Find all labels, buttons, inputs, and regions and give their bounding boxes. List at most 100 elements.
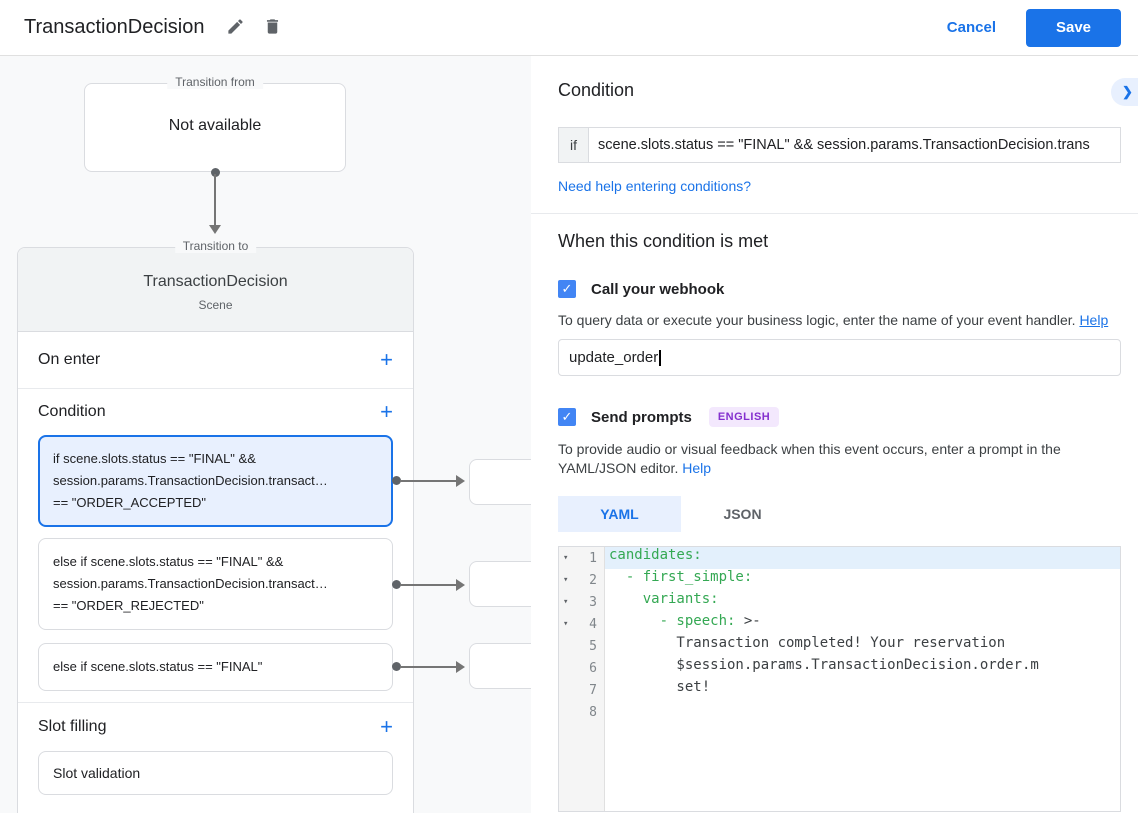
gutter-row: ▾1 — [559, 547, 604, 569]
code-key: candidates: — [609, 547, 702, 563]
gutter-row: ▾2 — [559, 569, 604, 591]
prompt-code-editor[interactable]: ▾1 ▾2 ▾3 ▾4 5 6 7 8 candidates: - first_… — [558, 546, 1121, 812]
condition-text-line: == "ORDER_ACCEPTED" — [53, 495, 206, 510]
code-line: - first_simple: — [605, 569, 1120, 591]
line-number: 5 — [589, 638, 597, 654]
top-bar: TransactionDecision Cancel Save — [0, 0, 1138, 56]
scene-diagram: Transition from Not available Transition… — [0, 56, 531, 813]
condition-text-line: session.params.TransactionDecision.trans… — [53, 473, 328, 488]
text-cursor — [659, 349, 661, 366]
transition-target-node[interactable] — [469, 643, 531, 689]
panel-title: Condition — [558, 80, 635, 100]
collapse-panel-button[interactable]: ❯ — [1111, 78, 1138, 106]
if-prefix: if — [558, 127, 588, 163]
condition-card-accepted[interactable]: if scene.slots.status == "FINAL" && sess… — [38, 435, 393, 527]
line-number: 7 — [589, 682, 597, 698]
check-icon: ✓ — [561, 409, 573, 424]
webhook-checkbox[interactable]: ✓ — [558, 280, 576, 298]
check-icon: ✓ — [561, 281, 573, 296]
add-on-enter-button[interactable]: + — [380, 347, 393, 372]
webhook-helper-body: To query data or execute your business l… — [558, 312, 1080, 328]
webhook-help-link[interactable]: Help — [1079, 312, 1109, 328]
prompts-checkbox[interactable]: ✓ — [558, 408, 576, 426]
slot-validation-card[interactable]: Slot validation — [38, 751, 393, 795]
when-condition-title: When this condition is met — [558, 231, 769, 251]
code-key: variants: — [609, 591, 719, 607]
line-number: 1 — [589, 550, 597, 566]
condition-expression-value: scene.slots.status == "FINAL" && session… — [598, 137, 1090, 153]
trash-icon — [263, 17, 282, 39]
event-handler-value: update_order — [569, 349, 659, 366]
arrow-right-icon — [456, 661, 465, 673]
line-number: 3 — [589, 594, 597, 610]
chevron-right-icon: ❯ — [1122, 84, 1133, 99]
condition-text-line: else if scene.slots.status == "FINAL" — [53, 659, 263, 674]
connector-line — [400, 666, 457, 668]
code-line — [605, 701, 1120, 723]
connector-dot — [392, 580, 401, 589]
arrow-down-icon — [209, 225, 221, 234]
connector-line — [400, 480, 457, 482]
prompts-help-link[interactable]: Help — [682, 460, 712, 476]
add-slot-button[interactable]: + — [380, 714, 393, 739]
editor-code-area[interactable]: candidates: - first_simple: variants: - … — [605, 547, 1120, 811]
gutter-row: 6 — [559, 657, 604, 679]
transition-to-box: Transition to TransactionDecision Scene … — [17, 239, 414, 813]
condition-section-label: Condition — [38, 403, 106, 420]
fold-toggle-icon[interactable]: ▾ — [563, 619, 569, 629]
connector-dot — [392, 662, 401, 671]
edit-scene-button[interactable] — [226, 17, 245, 39]
editor-gutter: ▾1 ▾2 ▾3 ▾4 5 6 7 8 — [559, 547, 605, 811]
gutter-row: ▾3 — [559, 591, 604, 613]
cancel-button[interactable]: Cancel — [946, 19, 996, 36]
condition-card-rejected[interactable]: else if scene.slots.status == "FINAL" &&… — [38, 538, 393, 630]
connector-dot — [211, 168, 220, 177]
condition-text-line: if scene.slots.status == "FINAL" && — [53, 451, 256, 466]
line-number: 6 — [589, 660, 597, 676]
transition-target-node[interactable] — [469, 459, 531, 505]
save-button[interactable]: Save — [1026, 8, 1121, 47]
code-line: set! — [605, 679, 1120, 701]
fold-toggle-icon[interactable]: ▾ — [563, 575, 569, 585]
prompts-helper-body: To provide audio or visual feedback when… — [558, 441, 1061, 476]
slot-filling-label: Slot filling — [38, 718, 107, 735]
condition-help-link[interactable]: Need help entering conditions? — [558, 178, 752, 194]
webhook-helper-text: To query data or execute your business l… — [558, 311, 1121, 330]
code-line: - speech: >- — [605, 613, 1120, 635]
gutter-row: ▾4 — [559, 613, 604, 635]
code-text: Transaction completed! Your reservation — [609, 635, 1006, 651]
gutter-row: 5 — [559, 635, 604, 657]
fold-toggle-icon[interactable]: ▾ — [563, 553, 569, 563]
condition-expression-input[interactable]: scene.slots.status == "FINAL" && session… — [588, 127, 1121, 163]
code-line: variants: — [605, 591, 1120, 613]
code-line: Transaction completed! Your reservation — [605, 635, 1120, 657]
add-condition-button[interactable]: + — [380, 399, 393, 424]
transition-from-legend: Transition from — [167, 75, 263, 89]
scene-header: TransactionDecision Scene — [18, 248, 413, 332]
on-enter-section: On enter + — [18, 332, 413, 389]
tab-yaml[interactable]: YAML — [558, 496, 681, 532]
gutter-row: 7 — [559, 679, 604, 701]
slot-validation-label: Slot validation — [53, 765, 141, 781]
fold-toggle-icon[interactable]: ▾ — [563, 597, 569, 607]
prompts-helper-text: To provide audio or visual feedback when… — [558, 440, 1121, 478]
webhook-checkbox-row: ✓ Call your webhook — [558, 280, 1121, 298]
code-text: >- — [735, 613, 761, 629]
scene-type-label: Scene — [198, 298, 233, 312]
scene-name: TransactionDecision — [143, 273, 288, 290]
prompts-label: Send prompts — [591, 408, 692, 426]
tab-json[interactable]: JSON — [681, 496, 804, 532]
delete-scene-button[interactable] — [263, 17, 282, 39]
transition-to-legend: Transition to — [174, 239, 257, 253]
page-title: TransactionDecision — [24, 16, 205, 38]
line-number: 8 — [589, 704, 597, 720]
connector-line — [214, 174, 216, 226]
panel-divider — [531, 213, 1138, 214]
line-number: 2 — [589, 572, 597, 588]
event-handler-input[interactable]: update_order — [558, 339, 1121, 376]
gutter-row: 8 — [559, 701, 604, 723]
condition-card-final[interactable]: else if scene.slots.status == "FINAL" — [38, 643, 393, 691]
condition-section-header: Condition + — [18, 389, 413, 435]
transition-target-node[interactable] — [469, 561, 531, 607]
prompts-checkbox-row: ✓ Send prompts ENGLISH — [558, 407, 1121, 427]
